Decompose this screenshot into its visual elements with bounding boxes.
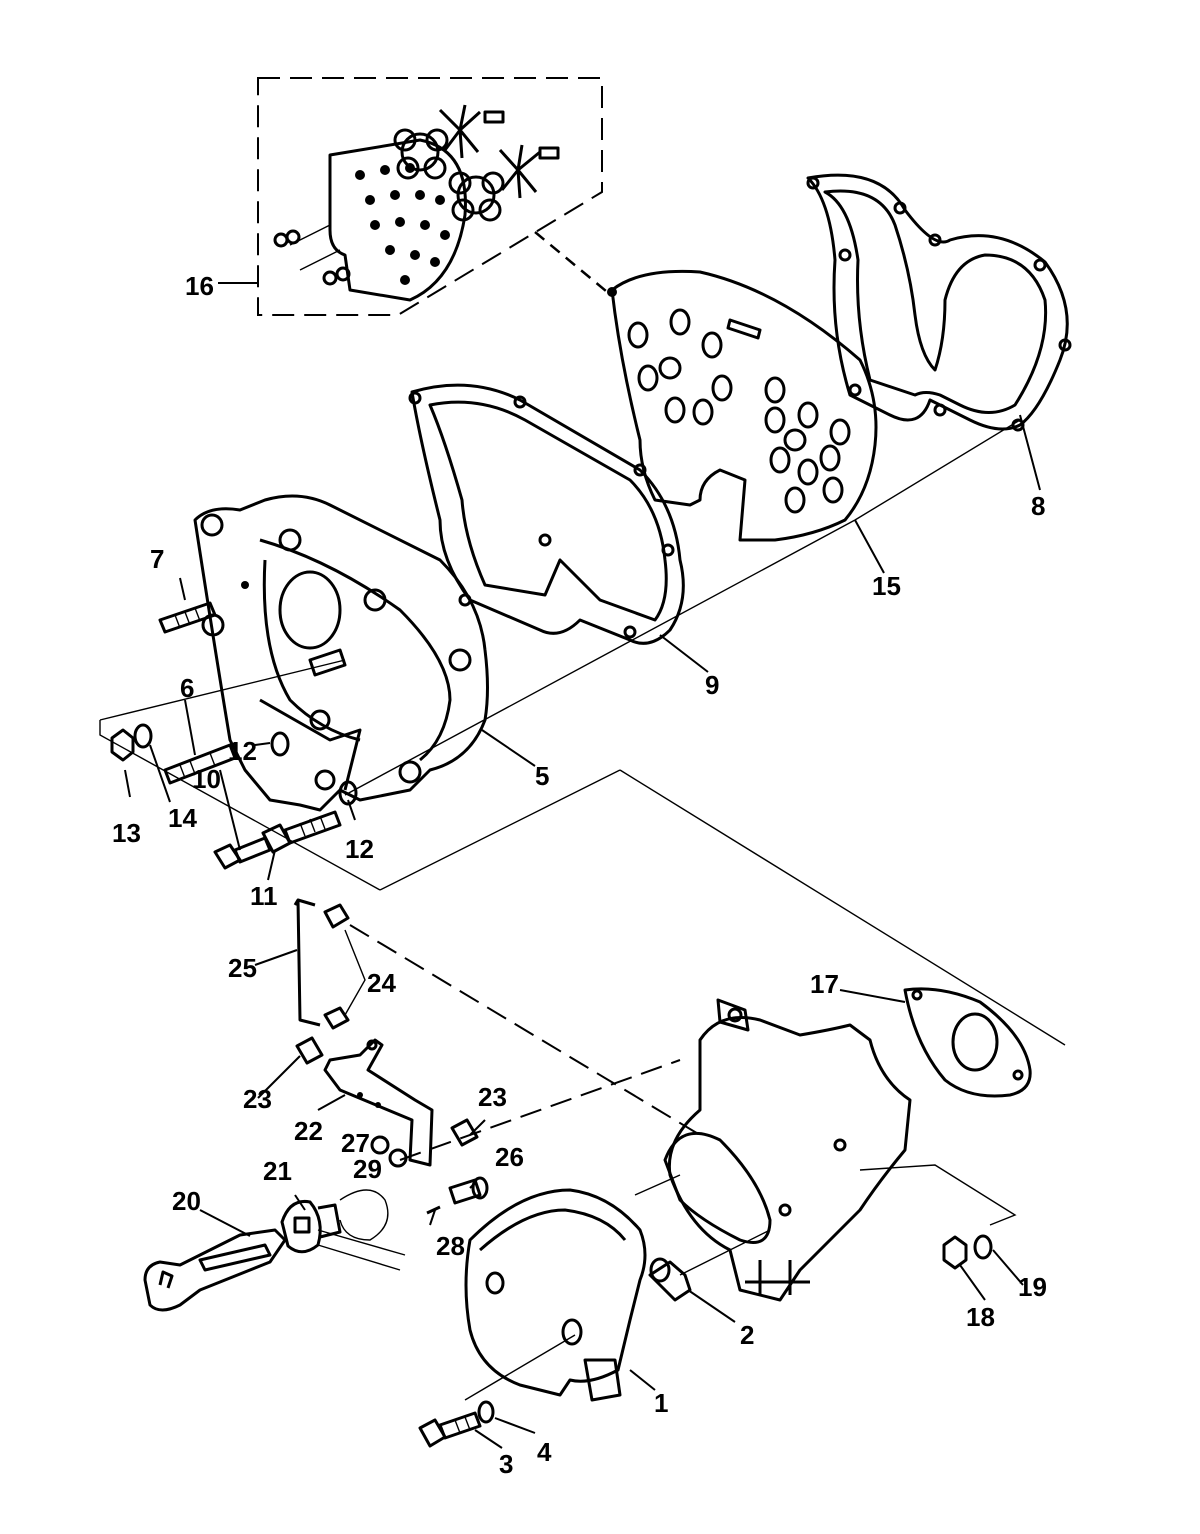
callout-14: 14 — [168, 803, 197, 833]
callout-12b: 12 — [345, 834, 374, 864]
callout-5: 5 — [535, 761, 549, 791]
callout-15: 15 — [872, 571, 901, 601]
callout-7: 7 — [150, 544, 164, 574]
callout-20: 20 — [172, 1186, 201, 1216]
stud-6 — [163, 743, 237, 785]
carburetor-body — [663, 998, 912, 1302]
callout-1: 1 — [654, 1388, 668, 1418]
callout-29: 29 — [353, 1154, 382, 1184]
screw-3 — [418, 1411, 482, 1448]
callout-12a: 12 — [228, 736, 257, 766]
callout-16: 16 — [185, 271, 214, 301]
valve-plate-15 — [607, 269, 878, 542]
bolt-10 — [213, 836, 272, 870]
callout-8: 8 — [1031, 491, 1045, 521]
callout-2: 2 — [740, 1320, 754, 1350]
gasket-17 — [903, 987, 1032, 1098]
callout-21: 21 — [263, 1156, 292, 1186]
callout-23b: 23 — [478, 1082, 507, 1112]
callout-9: 9 — [705, 670, 719, 700]
link-rod-25 — [293, 898, 321, 1027]
stud-on-cover — [308, 648, 347, 677]
screw-26 — [448, 1176, 489, 1205]
air-silencer-1 — [464, 1188, 647, 1402]
callout-13: 13 — [112, 818, 141, 848]
washer-19 — [973, 1234, 993, 1260]
rod-clips-24 — [323, 903, 350, 1030]
spring-28 — [426, 1205, 441, 1215]
pin-23-left — [295, 1036, 324, 1065]
gasket-9 — [408, 383, 685, 645]
cover-housing-5 — [193, 494, 489, 812]
reed-stop-upper — [438, 104, 505, 159]
callout-6: 6 — [180, 673, 194, 703]
callout-10: 10 — [192, 764, 221, 794]
callout-28: 28 — [436, 1231, 465, 1261]
callout-24: 24 — [367, 968, 396, 998]
callout-11: 11 — [250, 881, 278, 911]
washer-4 — [477, 1400, 495, 1424]
nut-18 — [942, 1235, 968, 1270]
stud-7 — [158, 601, 217, 634]
reed-valve-assembly — [257, 77, 603, 316]
knob-20 — [143, 1228, 287, 1312]
bracket-22 — [323, 1038, 434, 1167]
callout-3: 3 — [499, 1449, 513, 1479]
reed-stop-lower — [498, 144, 560, 199]
washers-and-nut — [110, 723, 358, 806]
callout-23a: 23 — [243, 1084, 272, 1114]
callout-25: 25 — [228, 953, 257, 983]
collar-21 — [280, 1189, 389, 1254]
callout-4: 4 — [537, 1437, 552, 1467]
sleeve-2 — [648, 1257, 692, 1302]
callout-17: 17 — [810, 969, 839, 999]
callout-22: 22 — [294, 1116, 323, 1146]
callout-26: 26 — [495, 1142, 524, 1172]
pin-23-right — [450, 1118, 479, 1147]
callout-18: 18 — [966, 1302, 995, 1332]
reed-petal-lower — [448, 171, 505, 222]
callout-27: 27 — [341, 1128, 370, 1158]
reed-petal-upper — [393, 128, 449, 180]
callout-19: 19 — [1018, 1272, 1047, 1302]
gasket-8 — [806, 173, 1072, 432]
